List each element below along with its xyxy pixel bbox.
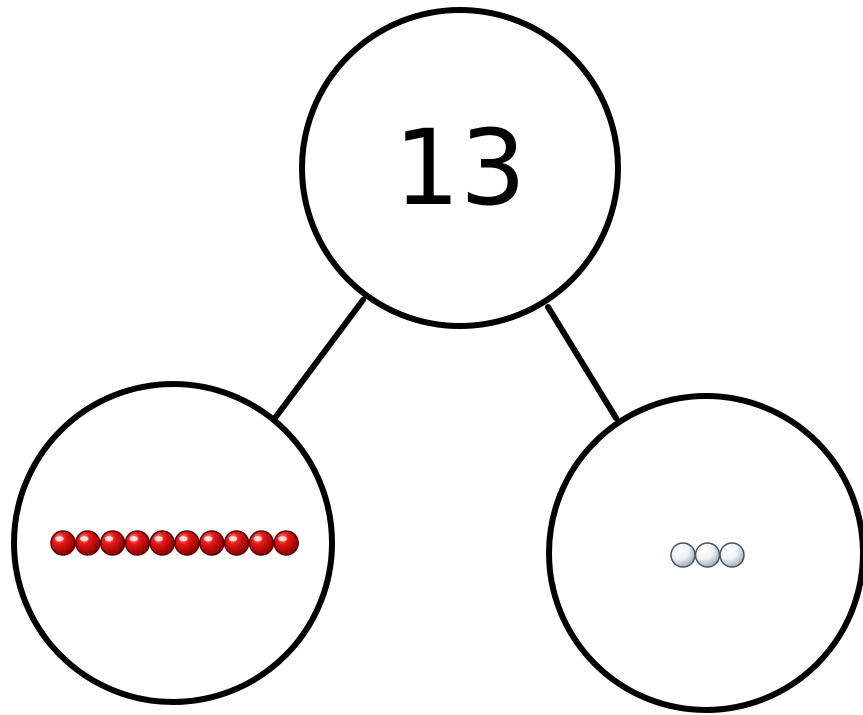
white-bead-2 [694, 542, 721, 568]
whole-circle [299, 7, 621, 329]
red-bead-7 [199, 530, 225, 556]
white-bead-3 [719, 542, 745, 568]
white-bead-highlight-2 [699, 548, 709, 554]
red-bead-3 [99, 530, 126, 556]
red-bead-highlight-10 [278, 536, 287, 542]
red-bead-highlight-9 [253, 536, 262, 542]
red-bead-4 [124, 530, 151, 556]
red-bead-highlight-3 [104, 536, 114, 542]
whole-value: 13 [394, 107, 526, 229]
connector-line-left [272, 297, 366, 421]
red-bead-highlight-1 [55, 536, 64, 542]
red-bead-highlight-8 [228, 536, 238, 542]
red-bead-highlight-7 [204, 536, 213, 542]
red-bead-6 [174, 530, 200, 556]
red-bead-highlight-5 [154, 536, 163, 542]
connector-line-right [545, 304, 619, 421]
white-bead-highlight-1 [675, 548, 684, 554]
white-bead-highlight-3 [724, 548, 733, 554]
white-bead-1 [670, 542, 696, 568]
red-bead-1 [50, 530, 76, 556]
red-bead-9 [248, 530, 275, 556]
red-bead-highlight-2 [80, 536, 89, 542]
red-bead-highlight-6 [179, 536, 188, 542]
red-bead-2 [75, 530, 101, 556]
red-bead-string [50, 530, 299, 556]
red-bead-5 [149, 530, 175, 556]
red-bead-highlight-4 [129, 536, 138, 542]
red-bead-10 [273, 530, 299, 556]
red-bead-8 [223, 530, 250, 556]
white-bead-string [670, 542, 745, 568]
